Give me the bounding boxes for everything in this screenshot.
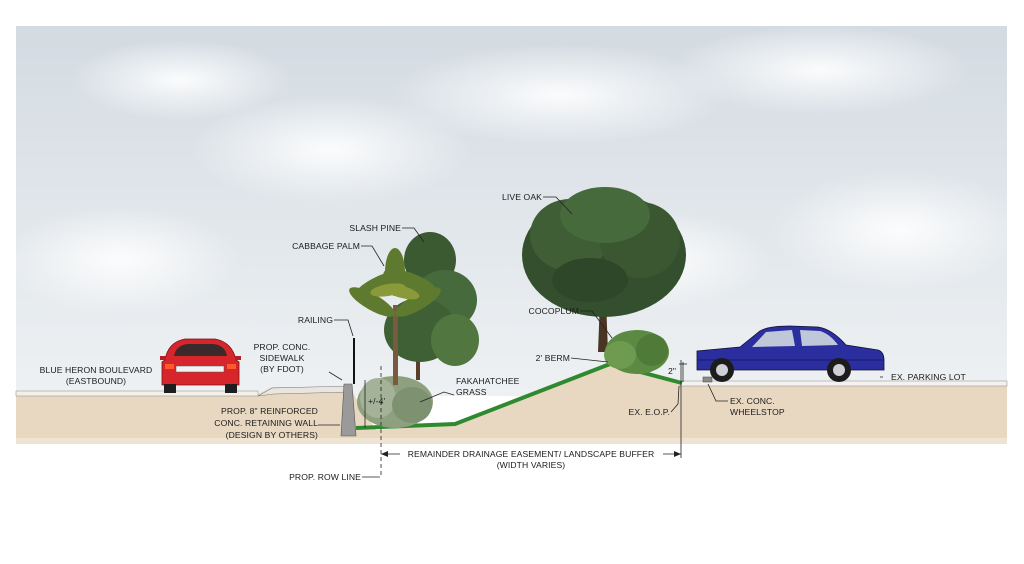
labels: BLUE HERON BOULEVARD (EASTBOUND) RAILING… xyxy=(40,192,967,482)
sky-background xyxy=(0,25,1024,396)
label-wall-height: +/-4' xyxy=(368,396,385,406)
label-cabbage-palm: CABBAGE PALM xyxy=(292,241,360,251)
leader-lines xyxy=(318,196,883,478)
label-wheelstop-2: WHEELSTOP xyxy=(730,407,785,417)
label-retaining-2: CONC. RETAINING WALL xyxy=(214,418,318,428)
label-easement-2: (WIDTH VARIES) xyxy=(497,460,566,470)
label-sidewalk-3: (BY FDOT) xyxy=(260,364,304,374)
red-car xyxy=(160,338,241,393)
blue-car xyxy=(696,325,885,382)
label-eop: EX. E.O.P. xyxy=(629,407,670,417)
label-berm: 2' BERM xyxy=(536,353,570,363)
cocoplum xyxy=(604,330,669,374)
label-cocoplum: COCOPLUM xyxy=(529,306,579,316)
retaining-wall xyxy=(340,383,357,437)
cabbage-palm xyxy=(349,248,441,385)
label-fakahatchee-1: FAKAHATCHEE xyxy=(456,376,520,386)
wheelstop xyxy=(702,376,713,383)
fakahatchee-grass xyxy=(357,376,433,428)
label-fakahatchee-2: GRASS xyxy=(456,387,487,397)
label-parking-lot: EX. PARKING LOT xyxy=(891,372,967,382)
label-row-line: PROP. ROW LINE xyxy=(289,472,361,482)
label-curb-height: 2" xyxy=(668,366,676,376)
ground-profile xyxy=(15,366,1008,444)
live-oak xyxy=(522,187,686,352)
label-railing: RAILING xyxy=(298,315,333,325)
label-retaining-3: (DESIGN BY OTHERS) xyxy=(226,430,318,440)
label-blue-heron-1: BLUE HERON BOULEVARD xyxy=(40,365,153,375)
label-blue-heron-2: (EASTBOUND) xyxy=(66,376,126,386)
label-sidewalk-1: PROP. CONC. xyxy=(254,342,311,352)
label-retaining-1: PROP. 8" REINFORCED xyxy=(221,406,318,416)
label-easement-1: REMAINDER DRAINAGE EASEMENT/ LANDSCAPE B… xyxy=(408,449,655,459)
label-sidewalk-2: SIDEWALK xyxy=(260,353,305,363)
label-live-oak: LIVE OAK xyxy=(502,192,542,202)
label-wheelstop-1: EX. CONC. xyxy=(730,396,775,406)
label-slash-pine: SLASH PINE xyxy=(349,223,401,233)
